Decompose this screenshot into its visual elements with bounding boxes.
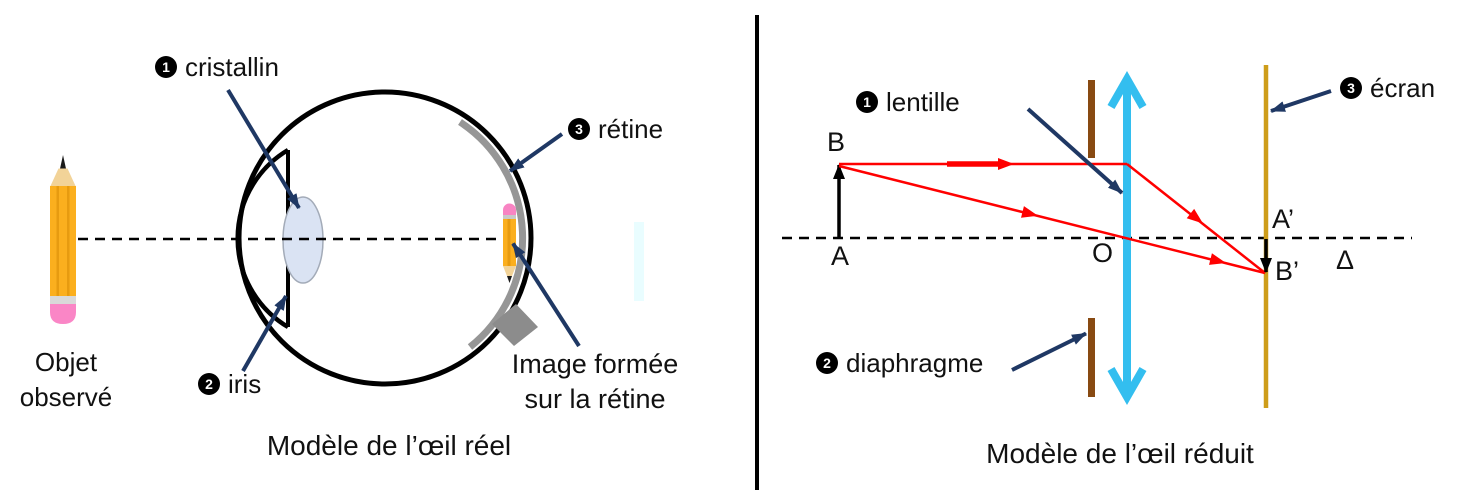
badge-3-icon: 3 xyxy=(1340,77,1362,99)
label-cristallin-text: cristallin xyxy=(185,52,279,82)
label-image-formee: Image formée sur la rétine xyxy=(512,347,679,417)
cristallin-arrow xyxy=(226,88,301,210)
retine-arrow xyxy=(508,132,564,173)
object-observed-line2: observé xyxy=(19,382,113,412)
pencil-ferrule xyxy=(50,296,76,304)
pencil-wood xyxy=(50,168,76,187)
label-cristallin: 1 cristallin xyxy=(155,51,279,83)
point-label-B: B xyxy=(827,127,846,157)
real-eye-panel xyxy=(50,88,644,387)
image-pencil-eraser xyxy=(503,203,516,215)
point-label-A: A xyxy=(831,241,850,271)
lentille-arrow xyxy=(1026,107,1124,195)
ecran-arrow xyxy=(1270,89,1332,113)
optic-nerve-stub xyxy=(492,304,538,346)
image-pencil-ferrule xyxy=(503,215,516,219)
lens-arrowhead-bottom xyxy=(1107,367,1147,406)
label-iris: 2 iris xyxy=(198,368,261,400)
ray-arrowhead xyxy=(1209,253,1226,265)
badge-3-icon: 3 xyxy=(568,118,590,140)
iris-arrow xyxy=(241,295,288,372)
object-observed-line1: Objet xyxy=(34,347,98,377)
object-pencil xyxy=(50,155,76,324)
diaphragme-arrow xyxy=(1011,331,1087,372)
badge-2-icon: 2 xyxy=(816,352,838,374)
diaphragm-bottom xyxy=(1088,318,1095,397)
ray-arrowheads xyxy=(998,158,1226,265)
lens-arrowhead-top xyxy=(1107,70,1147,109)
image-pencil-stripe xyxy=(507,219,511,266)
label-ecran-text: écran xyxy=(1370,73,1436,103)
right-annotation-arrows xyxy=(1011,89,1332,372)
label-iris-text: iris xyxy=(228,369,262,399)
label-image-formee-line2: sur la rétine xyxy=(524,384,666,414)
image-pencil-wood xyxy=(503,266,516,276)
point-label-O: O xyxy=(1092,238,1114,268)
diaphragm-top xyxy=(1088,80,1095,158)
caption-real-eye: Modèle de l’œil réel xyxy=(266,430,512,461)
label-retine-text: rétine xyxy=(598,114,664,144)
badge-1-icon: 1 xyxy=(155,56,177,78)
label-retine: 3 rétine xyxy=(568,113,663,145)
point-label-B-prime: B’ xyxy=(1275,256,1300,286)
ray-arrowhead xyxy=(1021,206,1038,218)
badge-2-icon: 2 xyxy=(198,373,220,395)
pencil-tip xyxy=(59,155,67,171)
label-image-formee-line1: Image formée xyxy=(511,349,679,379)
retina-image-pencil xyxy=(503,203,516,283)
badge-1-icon: 1 xyxy=(856,91,878,113)
pencil-stripe xyxy=(67,186,70,296)
pencil-eraser xyxy=(50,304,76,324)
label-ecran: 3 écran xyxy=(1340,72,1435,104)
label-diaphragme-text: diaphragme xyxy=(846,348,984,378)
object-observed-label: Objet observé xyxy=(20,345,113,415)
point-label-A-prime: A’ xyxy=(1272,204,1295,234)
label-diaphragme: 2 diaphragme xyxy=(816,347,983,379)
ray-arrowhead xyxy=(1186,208,1203,224)
image-arrow xyxy=(511,242,581,348)
faint-highlight-bar xyxy=(634,222,644,301)
label-lentille: 1 lentille xyxy=(856,86,960,118)
image-pencil-tip xyxy=(507,276,512,283)
light-rays xyxy=(838,161,1266,275)
pencil-body xyxy=(50,186,76,296)
left-annotation-arrows xyxy=(226,88,581,372)
ray-arrowhead xyxy=(998,158,1014,170)
label-lentille-text: lentille xyxy=(886,87,960,117)
caption-reduced-eye: Modèle de l’œil réduit xyxy=(986,438,1254,469)
ray-through-center xyxy=(838,164,1266,275)
reduced-eye-panel xyxy=(782,65,1412,408)
retina-arc xyxy=(458,119,527,350)
axis-label-delta: Δ xyxy=(1336,245,1355,275)
pencil-stripe xyxy=(56,186,59,296)
